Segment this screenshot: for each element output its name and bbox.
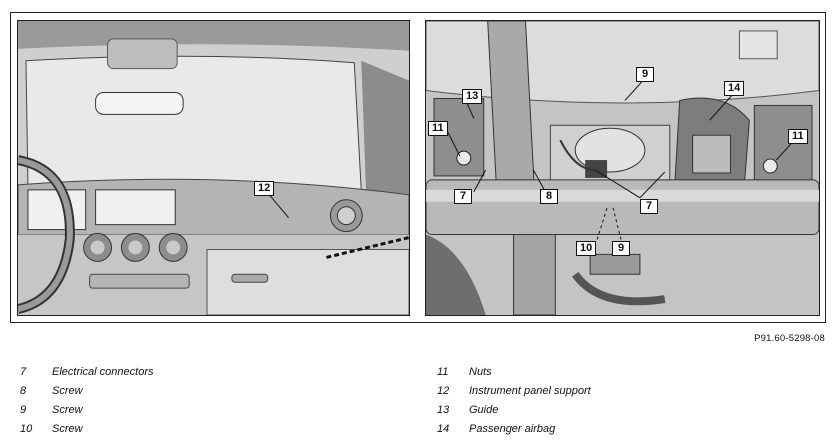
legend-number: 13 <box>437 404 450 416</box>
callout-10: 10 <box>576 241 597 256</box>
callout-9-top: 9 <box>636 67 654 82</box>
callout-12: 12 <box>254 181 275 196</box>
legend-item: 8 Screw <box>20 385 154 404</box>
legend-item: 10 Screw <box>20 423 154 442</box>
legend-number: 8 <box>20 385 27 397</box>
legend-label: Screw <box>52 385 83 397</box>
figure-reference: P91.60-5298-08 <box>754 333 825 344</box>
dashboard-overview-illustration: 12 <box>17 20 410 316</box>
callout-11-left: 11 <box>428 121 448 136</box>
legend-number: 12 <box>437 385 450 397</box>
callout-7-left: 7 <box>454 189 472 204</box>
legend-item: 9 Screw <box>20 404 154 423</box>
callout-7-right: 7 <box>640 199 658 214</box>
callout-13: 13 <box>462 89 483 104</box>
legend-number: 11 <box>437 366 449 378</box>
callout-11-right: 11 <box>788 129 808 144</box>
callout-9-bottom: 9 <box>612 241 630 256</box>
figure-frame: 12 <box>10 12 826 323</box>
legend-number: 9 <box>20 404 27 416</box>
airbag-detail-illustration: 13 11 9 14 11 7 8 7 10 9 <box>425 20 820 316</box>
legend-label: Nuts <box>469 366 492 378</box>
legend-label: Instrument panel support <box>469 385 591 397</box>
legend-item: 11 Nuts <box>437 366 591 385</box>
legend-label: Electrical connectors <box>52 366 154 378</box>
legend-number: 14 <box>437 423 450 435</box>
legend-label: Screw <box>52 423 83 435</box>
legend-item: 7 Electrical connectors <box>20 366 154 385</box>
legend-item: 12 Instrument panel support <box>437 385 591 404</box>
legend-number: 7 <box>20 366 27 378</box>
callout-14: 14 <box>724 81 745 96</box>
legend-number: 10 <box>20 423 33 435</box>
legend-label: Screw <box>52 404 83 416</box>
legend-left: 7 Electrical connectors 8 Screw 9 Screw … <box>20 366 154 442</box>
legend-right: 11 Nuts 12 Instrument panel support 13 G… <box>437 366 591 442</box>
legend-label: Guide <box>469 404 499 416</box>
callout-8: 8 <box>540 189 558 204</box>
legend-label: Passenger airbag <box>469 423 556 435</box>
legend-item: 13 Guide <box>437 404 591 423</box>
legend-item: 14 Passenger airbag <box>437 423 591 442</box>
